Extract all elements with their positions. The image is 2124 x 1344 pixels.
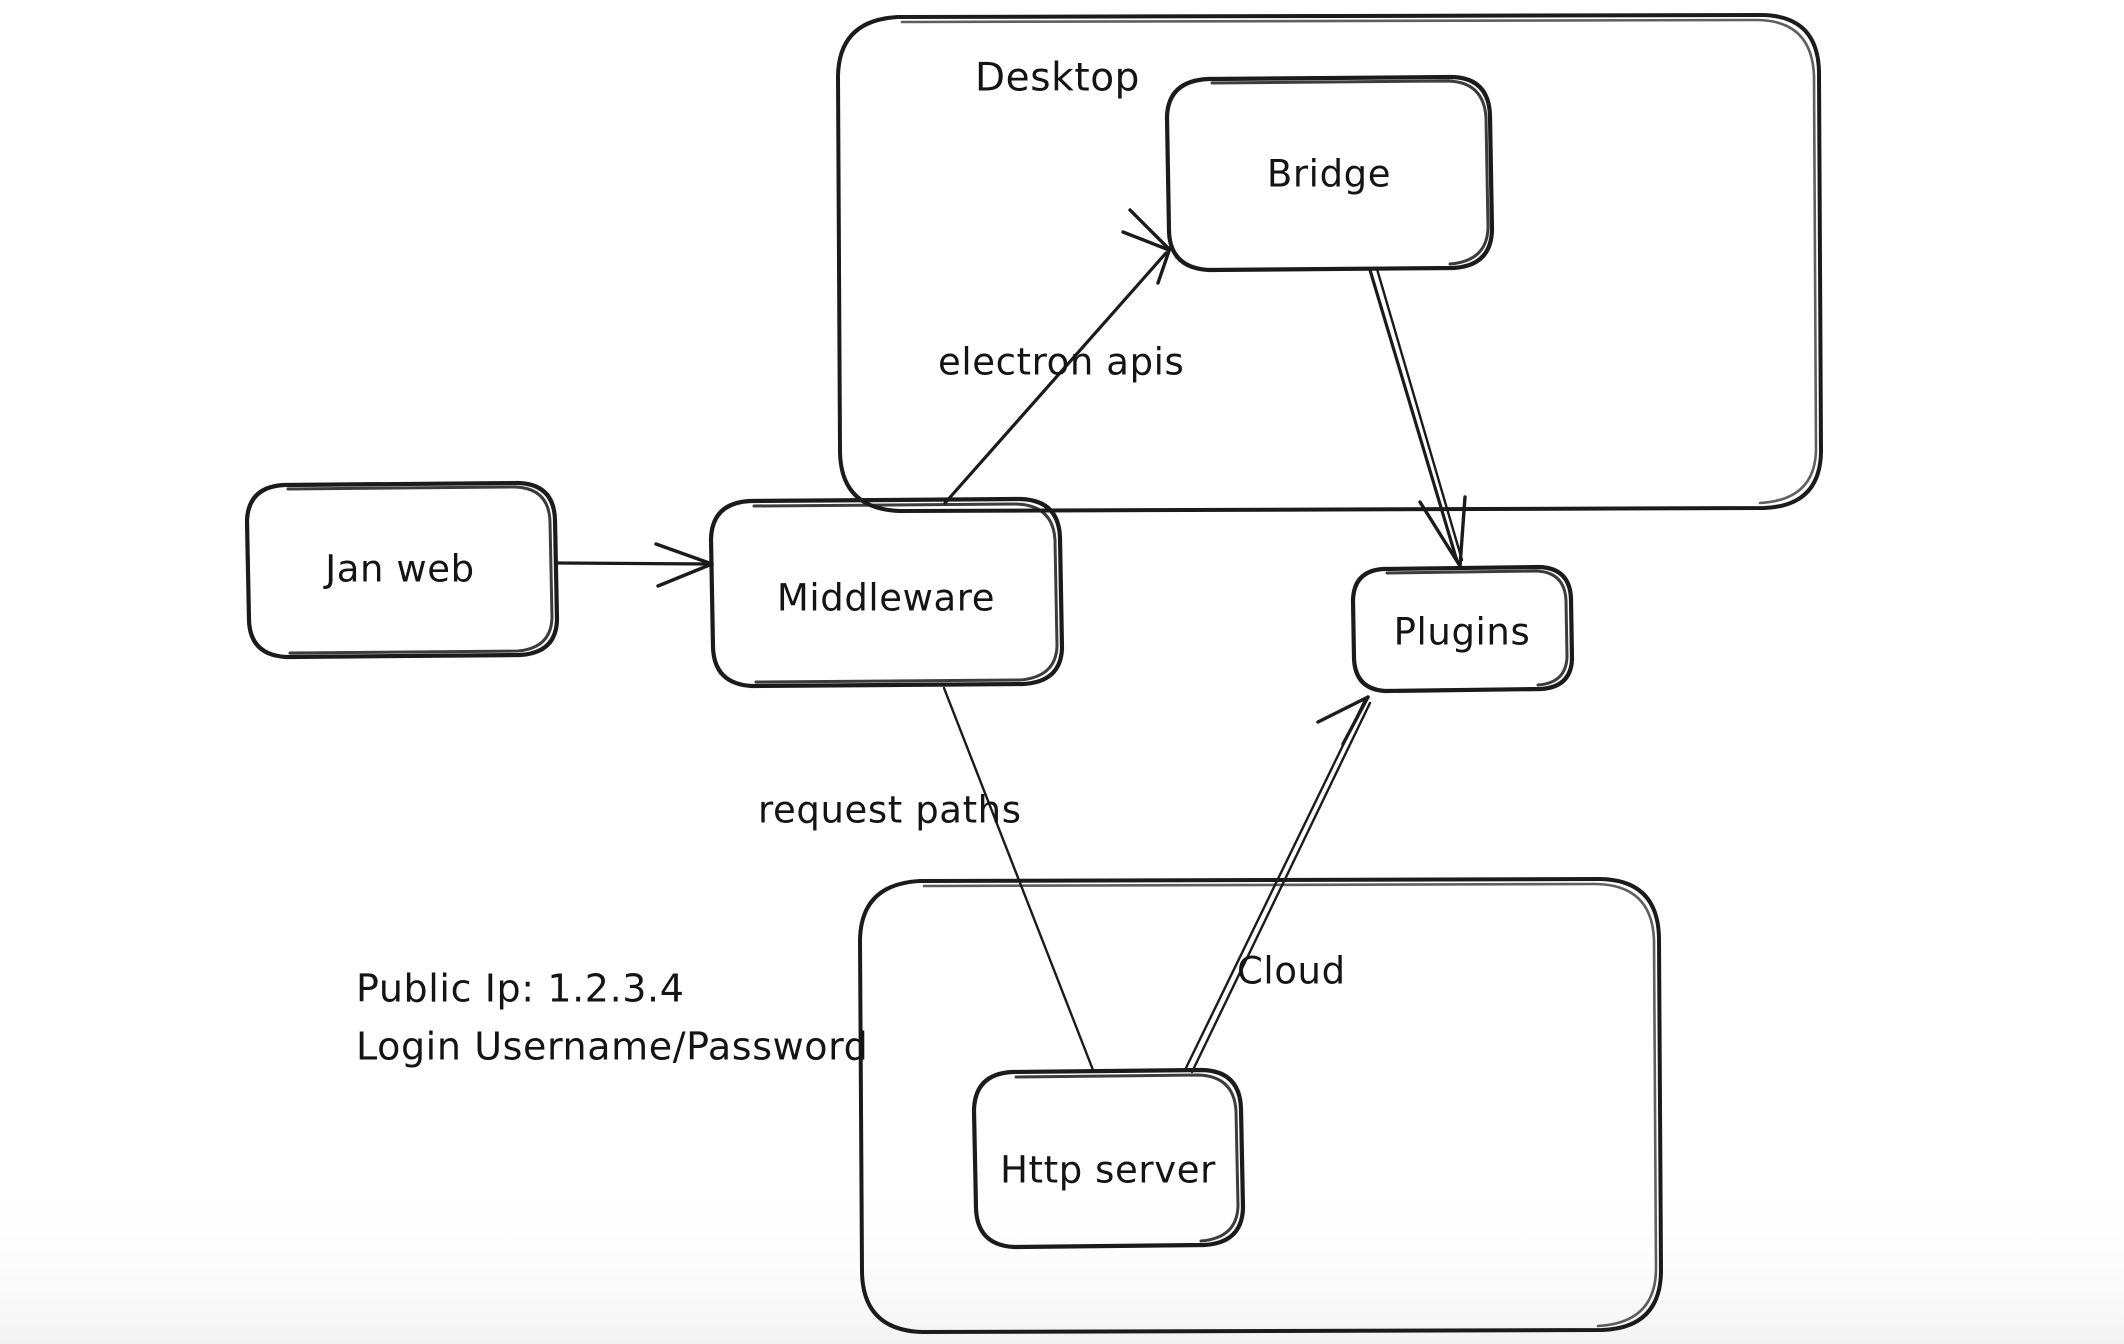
edge-bridge-to-plugins[interactable]: [1368, 267, 1467, 568]
container-desktop[interactable]: Desktop: [836, 13, 1823, 513]
edge-cloud-label: Cloud: [1237, 950, 1346, 993]
node-plugins-label: Plugins: [1394, 611, 1531, 654]
node-jan-web-label: Jan web: [323, 548, 475, 591]
node-middleware-label: Middleware: [777, 577, 995, 620]
edge-http-server-to-plugins[interactable]: Cloud: [1183, 695, 1372, 1074]
note-block: Public Ip: 1.2.3.4 Login Username/Passwo…: [356, 967, 868, 1069]
node-bridge[interactable]: Bridge: [1164, 74, 1495, 273]
node-http-server-label: Http server: [1000, 1149, 1216, 1192]
edge-electron-apis-label: electron apis: [938, 341, 1184, 384]
edge-request-paths-label: request paths: [758, 789, 1022, 832]
node-http-server[interactable]: Http server: [971, 1067, 1246, 1250]
edge-http-server-to-middleware[interactable]: request paths: [758, 686, 1095, 1072]
container-cloud[interactable]: [858, 877, 1663, 1334]
node-jan-web[interactable]: Jan web: [244, 480, 560, 660]
note-login-credentials: Login Username/Password: [356, 1025, 868, 1069]
node-bridge-label: Bridge: [1267, 153, 1391, 196]
node-plugins[interactable]: Plugins: [1350, 564, 1575, 694]
container-desktop-label: Desktop: [975, 56, 1140, 101]
note-public-ip: Public Ip: 1.2.3.4: [356, 967, 685, 1011]
edge-middleware-to-bridge[interactable]: electron apis: [938, 208, 1184, 505]
edge-jan-web-to-middleware[interactable]: [555, 542, 714, 588]
node-middleware[interactable]: Middleware: [708, 496, 1065, 689]
